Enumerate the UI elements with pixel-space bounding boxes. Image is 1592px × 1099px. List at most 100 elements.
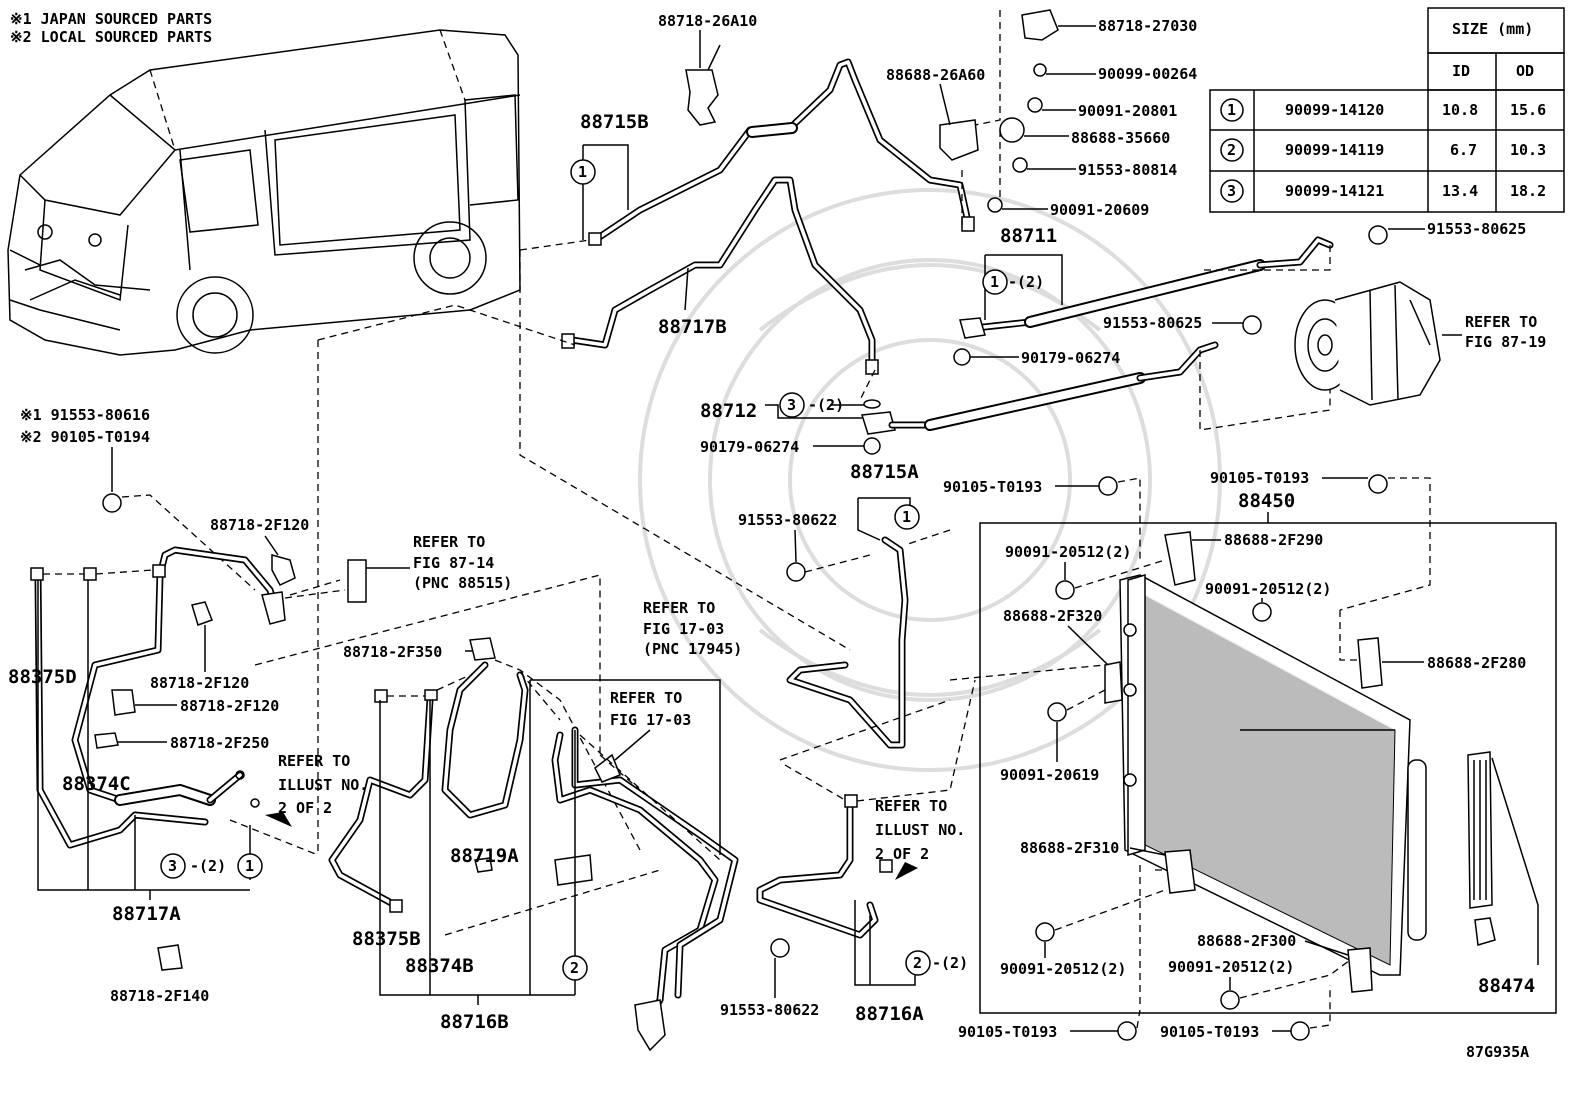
row2-id: 6.7: [1450, 141, 1477, 159]
callout-3-88712: 3: [787, 396, 796, 414]
label-88688-35660: 88688-35660: [1071, 129, 1170, 147]
label-90105-T0193-d: 90105-T0193: [1160, 1023, 1259, 1041]
row2-mark: 2: [1227, 141, 1236, 159]
label-90091-20512-b: 90091-20512(2): [1205, 580, 1331, 598]
label-90179-06274-b: 90179-06274: [700, 438, 799, 456]
hose-88712: [861, 341, 1331, 455]
ref-fig17-03a-line1: REFER TO: [643, 599, 715, 617]
label-90105-T0193-c: 90105-T0193: [958, 1023, 1057, 1041]
row1-od: 15.6: [1510, 101, 1546, 119]
label-90179-06274-a: 90179-06274: [1021, 349, 1120, 367]
label-88718-2F120-a: 88718-2F120: [210, 516, 309, 534]
label-88718-27030: 88718-27030: [1098, 17, 1197, 35]
qty-88712: -(2): [808, 396, 844, 414]
callout-1-88715B: 1: [578, 163, 587, 181]
label-91553-80814: 91553-80814: [1078, 161, 1177, 179]
label-90091-20512-d: 90091-20512(2): [1168, 958, 1294, 976]
label-90091-20619: 90091-20619: [1000, 766, 1099, 784]
ref-fig87-19-line1: REFER TO: [1465, 313, 1537, 331]
pipe-88716B: [551, 726, 739, 1052]
label-88718-2F140: 88718-2F140: [110, 987, 209, 1005]
label-90105-T0193-b: 90105-T0193: [1210, 469, 1309, 487]
label-88715A: 88715A: [850, 461, 919, 483]
condenser-frame: [979, 522, 1557, 1014]
ref-illust-a-line3: 2 OF 2: [278, 799, 332, 817]
label-88711: 88711: [1000, 225, 1057, 247]
ref-illust-a-line2: ILLUST NO.: [278, 776, 368, 794]
ref-illust-b-line2: ILLUST NO.: [875, 821, 965, 839]
label-90091-20512-a: 90091-20512(2): [1005, 543, 1131, 561]
row2-part: 90099-14119: [1285, 141, 1384, 159]
label-88716A: 88716A: [855, 1003, 924, 1025]
ref-fig87-14-line1: REFER TO: [413, 533, 485, 551]
label-88374B: 88374B: [405, 955, 474, 977]
pipe-88375D: [30, 546, 286, 849]
ref-illust-a-line1: REFER TO: [278, 752, 350, 770]
clamp-88718-26A10: [685, 44, 721, 126]
label-88474: 88474: [1478, 975, 1535, 997]
col-id: ID: [1452, 62, 1470, 80]
diagram-code: 87G935A: [1466, 1043, 1529, 1061]
compressor: [1294, 281, 1441, 406]
pipe-88715A: [786, 536, 909, 749]
label-91553-80622-a: 91553-80622: [738, 511, 837, 529]
watermark: [638, 188, 1222, 772]
label-88718-2F120-b: 88718-2F120: [150, 674, 249, 692]
row3-id: 13.4: [1442, 182, 1478, 200]
size-header: SIZE (mm): [1452, 20, 1533, 38]
ref-fig17-03b-line2: FIG 17-03: [610, 711, 691, 729]
callout-2-88716A: 2: [913, 954, 922, 972]
row2-od: 10.3: [1510, 141, 1546, 159]
label-88688-2F320: 88688-2F320: [1003, 607, 1102, 625]
row1-part: 90099-14120: [1285, 101, 1384, 119]
label-88712: 88712: [700, 400, 757, 422]
label-88375D: 88375D: [8, 666, 77, 688]
ref-fig17-03a-line2: FIG 17-03: [643, 620, 724, 638]
desiccant-88474: [1467, 751, 1539, 965]
pipe-88715B: [588, 58, 975, 246]
callout-1-88711: 1: [990, 273, 999, 291]
row1-mark: 1: [1227, 101, 1236, 119]
label-90091-20801: 90091-20801: [1078, 102, 1177, 120]
qty-88716A: -(2): [932, 954, 968, 972]
label-88688-26A60: 88688-26A60: [886, 66, 985, 84]
ref-fig87-14-line3: (PNC 88515): [413, 574, 512, 592]
ref-fig87-19-line2: FIG 87-19: [1465, 333, 1546, 351]
label-88688-2F290: 88688-2F290: [1224, 531, 1323, 549]
label-88450: 88450: [1238, 490, 1295, 512]
callout-3-88717A: 3: [168, 857, 177, 875]
note-japan: ※1 JAPAN SOURCED PARTS: [10, 10, 212, 28]
row3-od: 18.2: [1510, 182, 1546, 200]
label-91553-80625-a: 91553-80625: [1427, 220, 1526, 238]
expansion-valve: [347, 559, 367, 603]
ref-fig87-14-line2: FIG 87-14: [413, 554, 494, 572]
col-od: OD: [1516, 62, 1534, 80]
label-88688-2F280: 88688-2F280: [1427, 654, 1526, 672]
label-90091-20609: 90091-20609: [1050, 201, 1149, 219]
label-88717B: 88717B: [658, 316, 727, 338]
row1-id: 10.8: [1442, 101, 1478, 119]
label-88718-2F250: 88718-2F250: [170, 734, 269, 752]
label-90099-00264: 90099-00264: [1098, 65, 1197, 83]
callout-1-88717A: 1: [245, 857, 254, 875]
van-illustration: [7, 29, 521, 356]
note-local: ※2 LOCAL SOURCED PARTS: [10, 28, 212, 46]
label-88688-2F300: 88688-2F300: [1197, 932, 1296, 950]
ref-fig17-03a-line3: (PNC 17945): [643, 640, 742, 658]
row3-part: 90099-14121: [1285, 182, 1384, 200]
label-88716B: 88716B: [440, 1011, 509, 1033]
callout-2-88716B: 2: [570, 959, 579, 977]
callout-1-88715A: 1: [902, 508, 911, 526]
label-88717A: 88717A: [112, 903, 181, 925]
ref-fig17-03b-line1: REFER TO: [610, 689, 682, 707]
label-90105-T0194: ※2 90105-T0194: [20, 428, 150, 446]
label-91553-80625-b: 91553-80625: [1103, 314, 1202, 332]
size-table: SIZE (mm) ID OD 1 90099-14120 10.8 15.6 …: [1209, 7, 1565, 213]
pipe-88374B: [328, 661, 529, 913]
label-90091-20512-c: 90091-20512(2): [1000, 960, 1126, 978]
label-88719A: 88719A: [450, 845, 519, 867]
pipe-88716A: [756, 794, 893, 939]
condenser: [1119, 573, 1427, 976]
